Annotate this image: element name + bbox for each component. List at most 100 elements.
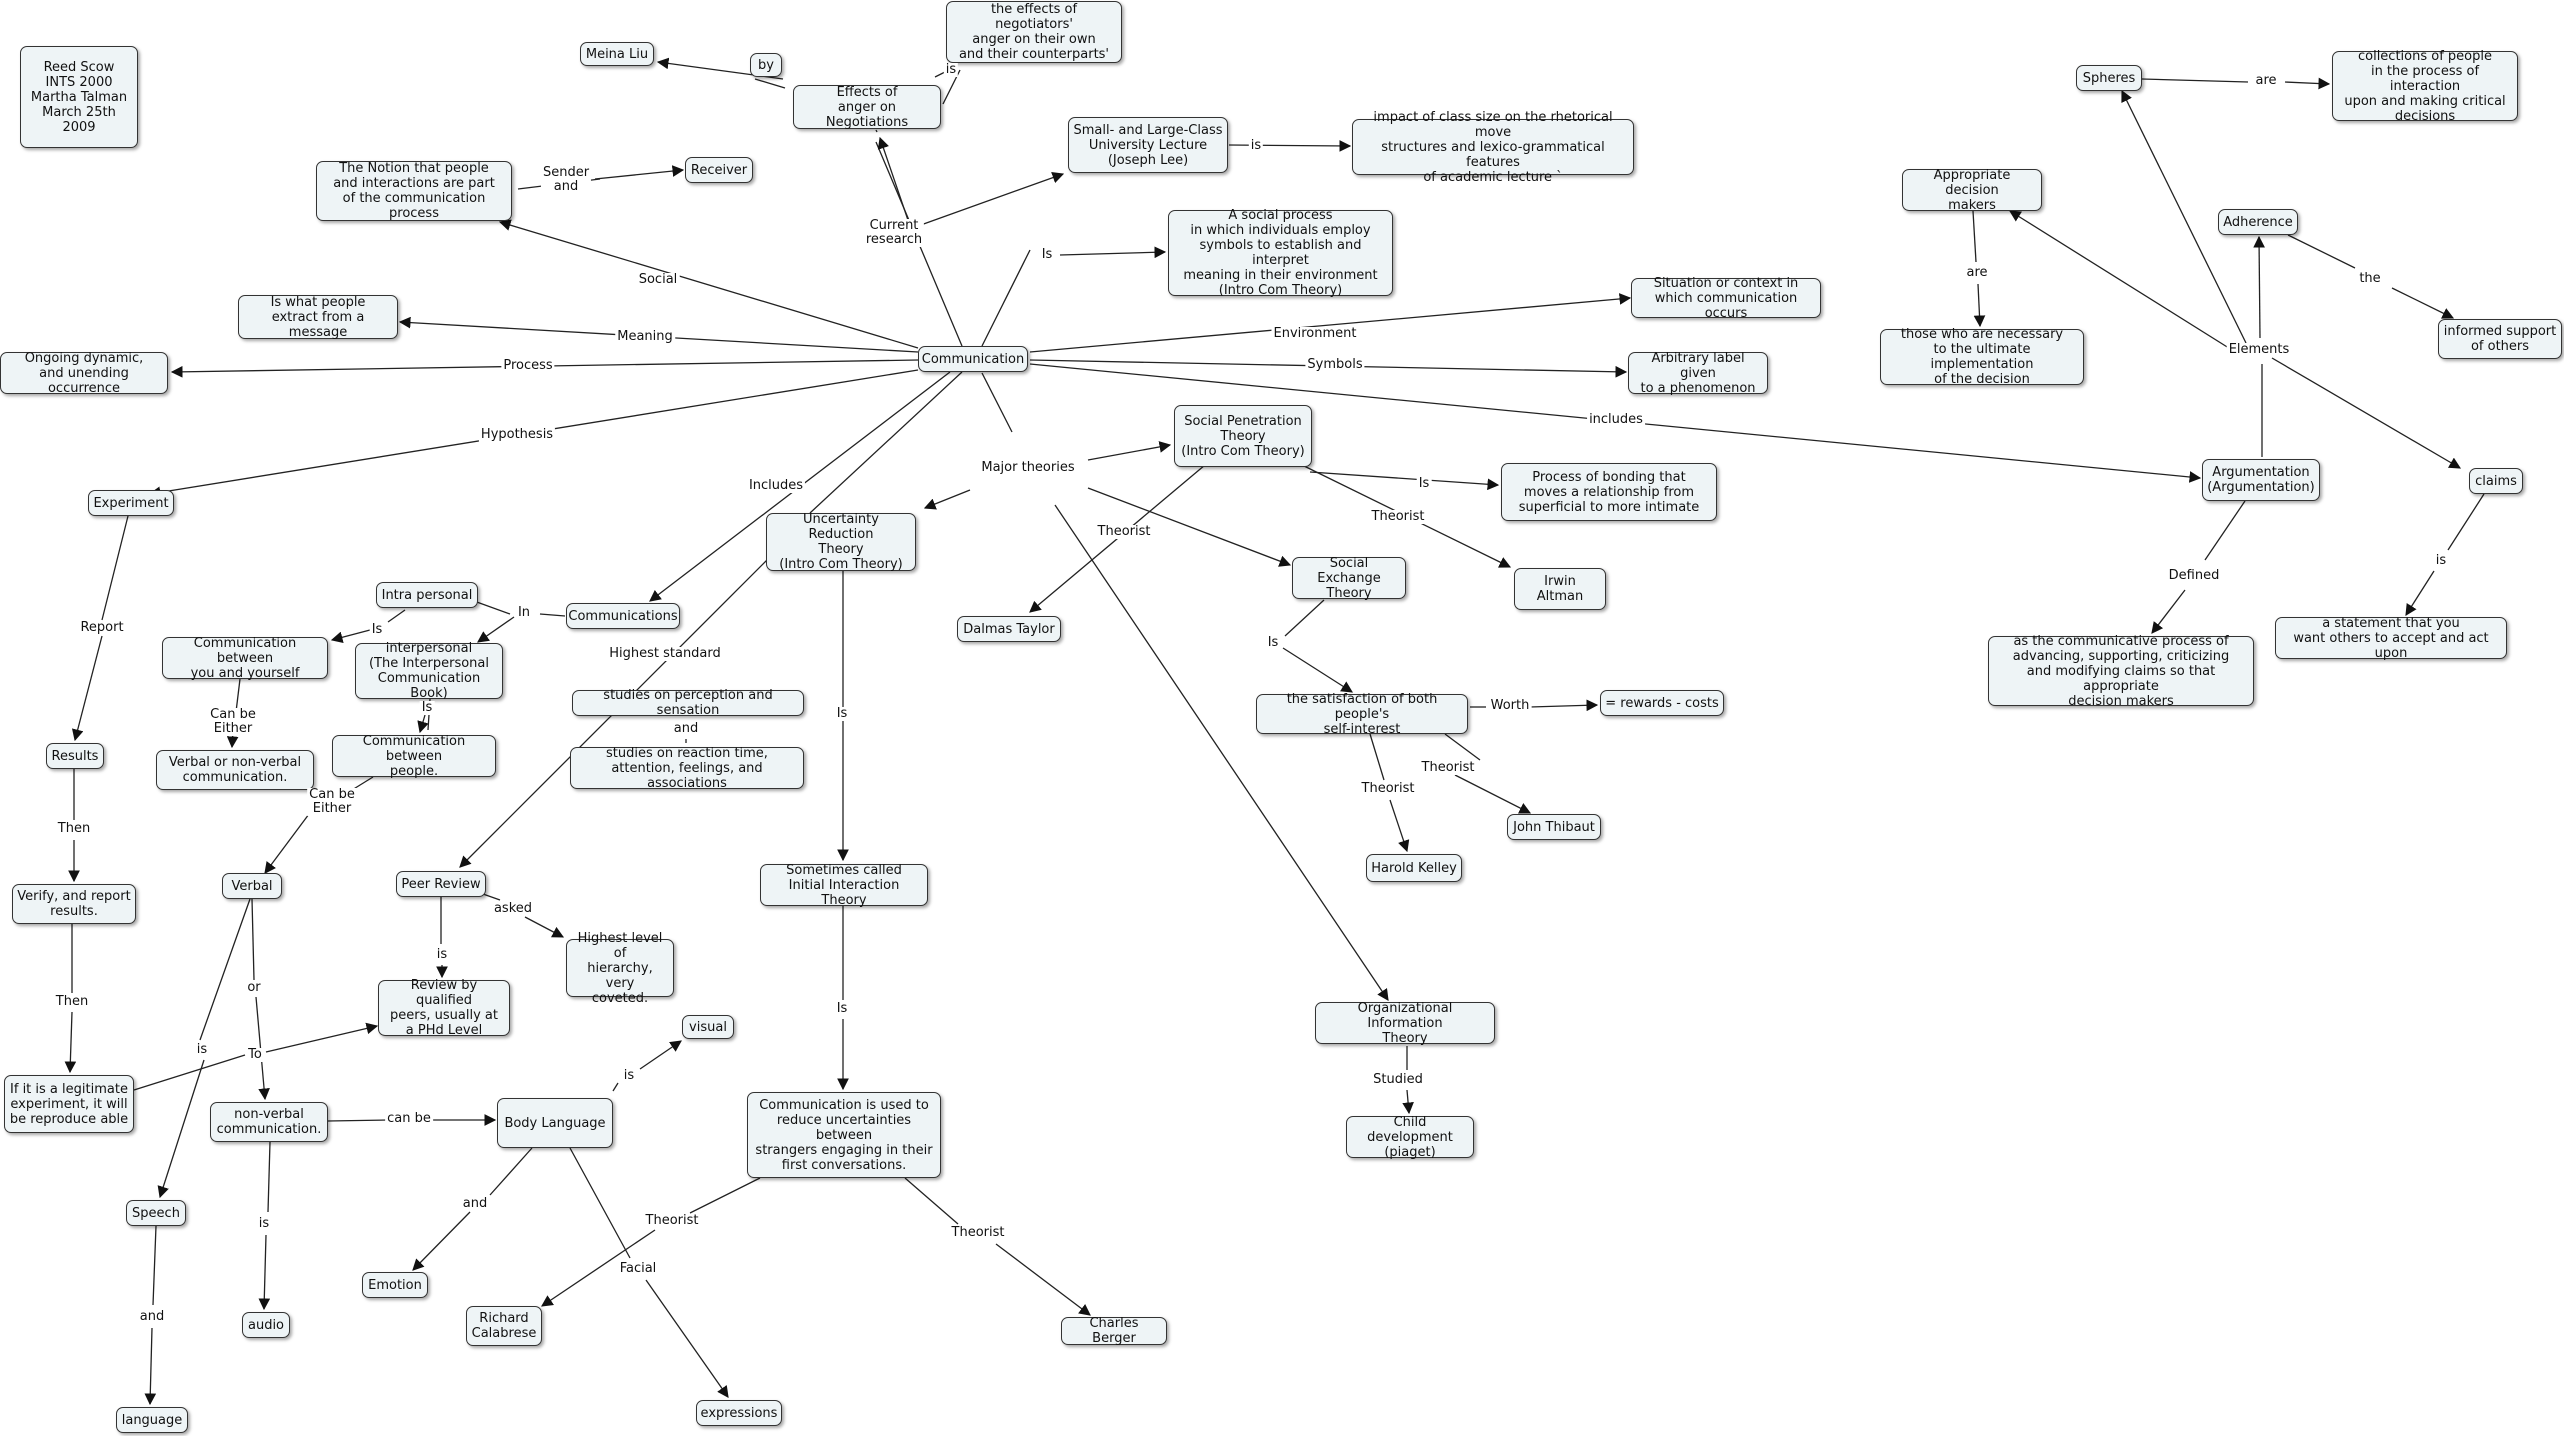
link-label-symbols: Symbols bbox=[1305, 357, 1365, 372]
concept-node-highestlevel[interactable]: Highest level of hierarchy, very coveted… bbox=[566, 931, 674, 1006]
concept-node-reed[interactable]: Reed Scow INTS 2000 Martha Talman March … bbox=[20, 46, 138, 148]
link-label-defined: Defined bbox=[2166, 568, 2222, 583]
link-label-studied: Studied bbox=[1371, 1072, 1425, 1087]
concept-node-oit[interactable]: Organizational Information Theory bbox=[1315, 1001, 1495, 1046]
concept-node-thibaut[interactable]: John Thibaut bbox=[1507, 814, 1601, 840]
link-label-asked: asked bbox=[491, 901, 535, 916]
link-label-is_visual: is bbox=[621, 1068, 637, 1083]
concept-node-commpeople[interactable]: Communication between people. bbox=[332, 734, 496, 779]
concept-node-statement[interactable]: a statement that you want others to acce… bbox=[2275, 616, 2507, 661]
concept-node-body[interactable]: Body Language bbox=[497, 1098, 613, 1148]
concept-node-reaction[interactable]: studies on reaction time, attention, fee… bbox=[570, 746, 804, 791]
concept-node-by[interactable]: by bbox=[750, 53, 782, 77]
concept-node-urt[interactable]: Uncertainty Reduction Theory (Intro Com … bbox=[766, 512, 916, 572]
concept-node-intra[interactable]: Intra personal bbox=[376, 582, 478, 608]
link-label-the_adherence: the bbox=[2357, 271, 2383, 286]
concept-node-verbalornon[interactable]: Verbal or non-verbal communication. bbox=[156, 750, 314, 790]
concept-node-receiver[interactable]: Receiver bbox=[685, 157, 753, 183]
connector-line bbox=[877, 136, 911, 227]
concept-node-necessary[interactable]: those who are necessary to the ultimate … bbox=[1880, 327, 2084, 387]
concept-node-legit[interactable]: If it is a legitimate experiment, it wil… bbox=[4, 1075, 134, 1133]
concept-node-meina[interactable]: Meina Liu bbox=[580, 42, 654, 66]
concept-node-expressions[interactable]: expressions bbox=[696, 1400, 782, 1426]
link-label-sender_and: Sender and bbox=[540, 165, 592, 194]
connector-line bbox=[1454, 774, 1532, 814]
concept-node-reviewq[interactable]: Review by qualified peers, usually at a … bbox=[378, 978, 510, 1038]
concept-node-perception[interactable]: studies on perception and sensation bbox=[572, 688, 804, 718]
connector-line bbox=[981, 249, 1031, 347]
connector-line bbox=[1228, 140, 1352, 152]
concept-node-collections[interactable]: collections of people in the process of … bbox=[2332, 49, 2518, 124]
concept-node-kelley[interactable]: Harold Kelley bbox=[1366, 854, 1462, 882]
concept-node-language[interactable]: language bbox=[116, 1407, 188, 1433]
concept-node-visual[interactable]: visual bbox=[682, 1015, 734, 1039]
link-label-theorist_altman: Theorist bbox=[1369, 509, 1427, 524]
concept-node-arbitrary[interactable]: Arbitrary label given to a phenomenon bbox=[1628, 351, 1768, 396]
concept-node-nonverbal[interactable]: non-verbal communication. bbox=[210, 1102, 328, 1142]
connector-line bbox=[612, 1082, 619, 1092]
connector-line bbox=[594, 165, 685, 180]
concept-node-altman[interactable]: Irwin Altman bbox=[1514, 568, 1606, 610]
concept-node-argumentation[interactable]: Argumentation (Argumentation) bbox=[2202, 459, 2320, 501]
concept-node-peer[interactable]: Peer Review bbox=[396, 871, 486, 897]
concept-node-rewards[interactable]: = rewards - costs bbox=[1600, 690, 1724, 716]
concept-node-claims[interactable]: claims bbox=[2469, 468, 2523, 494]
concept-node-verbal[interactable]: Verbal bbox=[222, 873, 282, 899]
concept-node-negotiators[interactable]: the effects of negotiators' anger on the… bbox=[946, 1, 1122, 63]
link-label-facial: Facial bbox=[617, 1261, 659, 1276]
link-label-elements: Elements bbox=[2226, 342, 2292, 357]
concept-node-smalllarge[interactable]: Small- and Large-Class University Lectur… bbox=[1068, 117, 1228, 173]
concept-node-communications[interactable]: Communications bbox=[566, 603, 680, 629]
concept-node-notion[interactable]: The Notion that people and interactions … bbox=[316, 161, 512, 221]
link-label-or: or bbox=[245, 980, 263, 995]
concept-node-ongoing[interactable]: Ongoing dynamic, and unending occurrence bbox=[0, 351, 168, 396]
link-label-theorist_berger: Theorist bbox=[949, 1225, 1007, 1240]
connector-line bbox=[2447, 493, 2485, 551]
concept-node-child[interactable]: Child development (piaget) bbox=[1346, 1115, 1474, 1160]
concept-node-communication[interactable]: Communication bbox=[918, 346, 1028, 372]
concept-node-satisfaction[interactable]: the satisfaction of both people's self-i… bbox=[1256, 692, 1468, 737]
concept-node-results[interactable]: Results bbox=[46, 743, 104, 769]
concept-node-adherence[interactable]: Adherence bbox=[2218, 209, 2298, 235]
concept-node-setheory[interactable]: Social Exchange Theory bbox=[1292, 556, 1406, 601]
concept-node-impact[interactable]: impact of class size on the rhetorical m… bbox=[1352, 110, 1634, 185]
concept-node-calabrese[interactable]: Richard Calabrese bbox=[466, 1306, 542, 1346]
concept-node-spt[interactable]: Social Penetration Theory (Intro Com The… bbox=[1174, 405, 1312, 467]
link-label-then2: Then bbox=[53, 994, 91, 1009]
concept-node-bonding[interactable]: Process of bonding that moves a relation… bbox=[1501, 463, 1717, 521]
concept-node-socialproc[interactable]: A social process in which individuals em… bbox=[1168, 208, 1393, 298]
link-label-can_be_either1: Can be Either bbox=[208, 707, 258, 736]
connector-line bbox=[101, 515, 129, 621]
concept-node-commbetween[interactable]: Communication between you and yourself bbox=[162, 636, 328, 681]
connector-line bbox=[1054, 504, 1389, 1001]
connector-line bbox=[251, 898, 255, 981]
concept-node-berger[interactable]: Charles Berger bbox=[1061, 1316, 1167, 1346]
concept-node-effects[interactable]: Effects of anger on Negotiations bbox=[793, 85, 941, 130]
concept-node-sometimes[interactable]: Sometimes called Initial Interaction The… bbox=[760, 863, 928, 908]
connector-line bbox=[477, 616, 515, 643]
connector-line bbox=[524, 916, 565, 938]
concept-node-speech[interactable]: Speech bbox=[126, 1200, 186, 1226]
connector-line bbox=[327, 1119, 390, 1122]
link-label-then1: Then bbox=[55, 821, 93, 836]
concept-node-audio[interactable]: audio bbox=[242, 1312, 290, 1338]
concept-node-whatpeople[interactable]: Is what people extract from a message bbox=[238, 295, 398, 340]
concept-node-experiment[interactable]: Experiment bbox=[88, 490, 174, 516]
connector-line bbox=[489, 1147, 533, 1196]
link-label-process: Process bbox=[501, 358, 555, 373]
concept-node-emotion[interactable]: Emotion bbox=[362, 1272, 428, 1298]
concept-node-communicative[interactable]: as the communicative process of advancin… bbox=[1988, 634, 2254, 709]
concept-node-informed[interactable]: informed support of others bbox=[2438, 319, 2562, 359]
connector-line bbox=[351, 776, 374, 791]
connector-line bbox=[1444, 733, 1481, 761]
concept-node-commused[interactable]: Communication is used to reduce uncertai… bbox=[747, 1092, 941, 1178]
concept-node-interpersonal[interactable]: interpersonal (The Interpersonal Communi… bbox=[355, 641, 503, 701]
concept-node-spheres[interactable]: Spheres bbox=[2076, 65, 2142, 91]
connector-line bbox=[412, 1211, 471, 1271]
concept-node-dalmas[interactable]: Dalmas Taylor bbox=[957, 616, 1061, 642]
concept-node-situation[interactable]: Situation or context in which communicat… bbox=[1631, 276, 1821, 321]
concept-node-verify[interactable]: Verify, and report results. bbox=[12, 884, 136, 924]
connector-line bbox=[64, 1011, 77, 1074]
concept-node-appropriate[interactable]: Appropriate decision makers bbox=[1902, 168, 2042, 213]
